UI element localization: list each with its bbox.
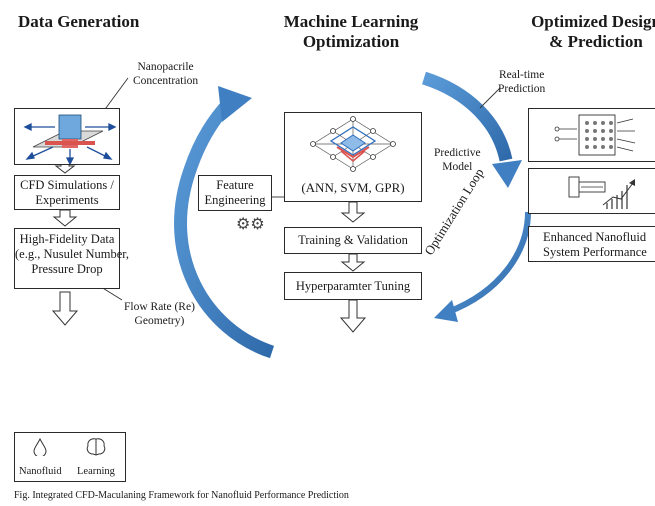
device-illustration-box-1 [528, 108, 655, 162]
enhanced-line1: Enhanced Nanofluid [543, 230, 647, 244]
feature-engineering-box: Feature Engineering [198, 175, 272, 211]
left-loop-arrowhead [218, 86, 252, 122]
neural-network-icon [310, 116, 396, 172]
nano-leader-line [102, 77, 129, 113]
flow-line1: Flow Rate (Re) [124, 301, 195, 313]
ml-header-line1: Machine Learning [283, 12, 419, 31]
legend-box: Nanofluid Learning [14, 432, 126, 482]
legend-nanofluid-label: Nanofluid [19, 466, 62, 477]
realtime-prediction-label: Real-time Prediction [498, 68, 545, 96]
opt-header-line2: & Prediction [549, 32, 643, 51]
gears-icon: ⚙⚙ [236, 214, 265, 233]
hyperparameter-tuning-box: Hyperparamter Tuning [284, 272, 422, 300]
enhanced-line2: System Performance [543, 245, 647, 259]
arrow-training-to-hyper [340, 253, 366, 272]
nano-label-line1: Nanopacrile [137, 61, 194, 73]
hf-line2: (e.g., Nusulet Number, [15, 247, 130, 261]
optimized-design-header: Optimized Design & Prediction [516, 12, 655, 52]
top-right-loop-arrow [421, 71, 513, 162]
bottom-right-loop-arrowhead [434, 300, 458, 322]
arrow-hyper-down [339, 299, 367, 333]
opt-header-line1: Optimized Design [531, 12, 655, 31]
top-right-loop-arrowhead [492, 160, 522, 188]
hf-line1: High-Fidelity Data [19, 232, 115, 246]
realtime-line1: Real-time [498, 69, 545, 81]
predictive-model-label: Predictive Model [434, 146, 481, 174]
predictive-line1: Predictive [434, 147, 481, 159]
flow-line2: Geometry) [134, 315, 185, 327]
left-loop-arrow [174, 99, 275, 359]
training-validation-box: Training & Validation [284, 227, 422, 254]
data-generation-header: Data Generation [18, 12, 140, 31]
droplet-icon [25, 437, 55, 461]
arrow-cfd-to-hf [52, 209, 78, 227]
device-illustration-box-2 [528, 168, 655, 214]
predictive-line2: Model [442, 161, 473, 173]
arrow-model-to-training [340, 201, 366, 223]
arrow-hf-down [51, 291, 79, 326]
realtime-leader-line [479, 87, 501, 109]
cfd-simulations-box: CFD Simulations / Experiments [14, 175, 120, 210]
legend-learning-label: Learning [77, 466, 115, 477]
high-fidelity-data-box: High-Fidelity Data (e.g., Nusulet Number… [14, 228, 130, 289]
channel-flow-illustration [23, 114, 117, 166]
channel-illustration-box [14, 108, 120, 166]
cfd-line2: Experiments [35, 193, 99, 207]
flow-rate-label: Flow Rate (Re) Geometry) [124, 300, 195, 328]
figure-caption: Fig. Integrated CFD-Maculaning Framework… [14, 490, 349, 501]
nano-concentration-label: Nanopacrile Concentration [133, 60, 198, 88]
ml-optimization-header: Machine Learning Optimization [262, 12, 440, 52]
models-label: (ANN, SVM, GPR) [301, 180, 405, 195]
nano-label-line2: Concentration [133, 75, 199, 87]
feature-line1: Feature [216, 178, 254, 192]
sensor-grid-icon [554, 114, 636, 156]
bottom-right-loop-arrow [446, 211, 531, 315]
realtime-line2: Prediction [498, 83, 546, 95]
ml-model-box: (ANN, SVM, GPR) [284, 112, 422, 202]
enhanced-performance-box: Enhanced Nanofluid System Performance [528, 226, 655, 262]
brain-icon [85, 437, 107, 462]
performance-chart-icon [568, 176, 635, 209]
cfd-line1: CFD Simulations / [20, 178, 114, 192]
ml-header-line2: Optimization [302, 32, 400, 51]
feature-line2: Engineering [204, 193, 266, 207]
hf-line3: Pressure Drop [31, 262, 103, 276]
